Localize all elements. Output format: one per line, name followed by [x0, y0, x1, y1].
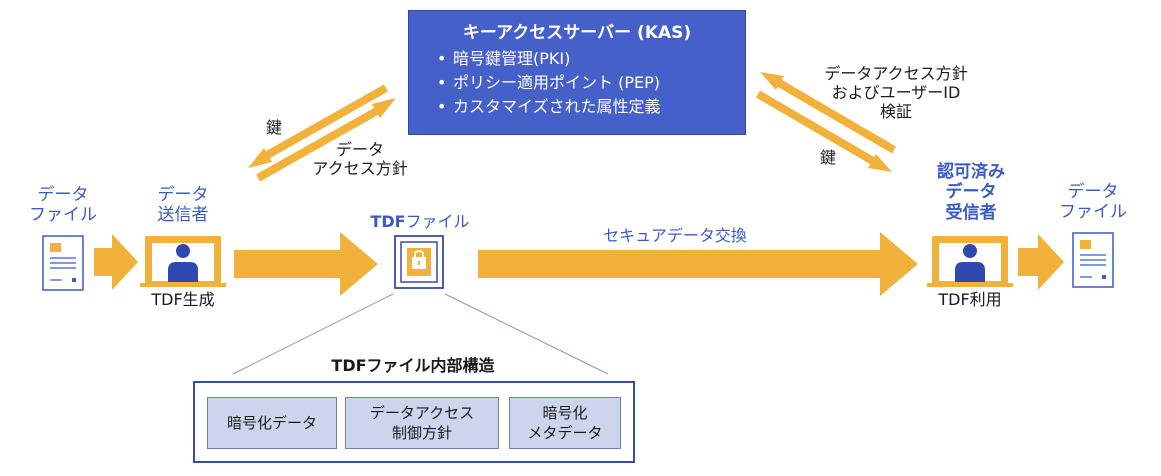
sender-label: データ 送信者 [138, 185, 228, 226]
kas-feature-item: 暗号鍵管理(PKI) [437, 47, 661, 71]
structure-connector-right [444, 293, 609, 375]
structure-cell-access-policy: データアクセス 制御方針 [345, 397, 499, 449]
document-icon [42, 235, 84, 291]
right-policy-arrow [760, 72, 897, 154]
source-file-label-line2: ファイル [29, 205, 97, 226]
structure-cell-encrypted-data: 暗号化データ [207, 397, 337, 449]
dest-file-label: データ ファイル [1046, 182, 1140, 223]
kas-feature-item: ポリシー適用ポイント (PEP) [437, 71, 661, 95]
receiver-label: 認可済み データ 受信者 [916, 162, 1026, 223]
receiver-label-line1: 認可済み [937, 162, 1005, 182]
arrow-file-to-sender [94, 234, 138, 290]
document-icon [1072, 232, 1114, 288]
tdf-file-label: TDFファイル [355, 212, 485, 231]
receiver-label-line2: データ [945, 182, 997, 203]
source-file-label: データ ファイル [16, 185, 110, 226]
arrow-receiver-to-file [1018, 234, 1064, 290]
receiver-user-icon [927, 236, 1013, 287]
sender-caption: TDF生成 [151, 290, 215, 309]
receiver-label-line3: 受信者 [945, 202, 997, 223]
secure-exchange-label: セキュアデータ交換 [603, 226, 747, 245]
right-policy-label: データアクセス方針 およびユーザーID 検証 [806, 64, 986, 122]
right-policy-label-line2: およびユーザーID [831, 83, 961, 103]
structure-cell-line1: 暗号化 [542, 403, 588, 422]
sender-label-line2: 送信者 [157, 205, 209, 226]
receiver-caption: TDF利用 [938, 290, 1002, 309]
sender-user-icon [140, 236, 226, 287]
right-policy-label-line1: データアクセス方針 [824, 64, 968, 83]
tdf-file-label-rest: ファイル [405, 212, 470, 231]
tdf-file-icon [394, 235, 444, 289]
structure-cell-encrypted-metadata: 暗号化 メタデータ [509, 397, 621, 449]
dest-file-label-line1: データ [1067, 182, 1119, 202]
arrow-sender-to-tdf [234, 232, 378, 296]
left-policy-label-line2: アクセス方針 [312, 159, 408, 179]
structure-cell-line2: 制御方針 [391, 424, 452, 442]
structure-title-bold: TDF [331, 356, 367, 375]
kas-feature-item: カスタマイズされた属性定義 [437, 95, 661, 119]
right-policy-label-line3: 検証 [879, 102, 912, 122]
structure-cell-line1: データアクセス [369, 403, 475, 422]
structure-title: TDFファイル内部構造 [293, 356, 533, 375]
dest-file-label-line2: ファイル [1059, 202, 1127, 223]
kas-feature-list: 暗号鍵管理(PKI) ポリシー適用ポイント (PEP) カスタマイズされた属性定… [409, 47, 661, 119]
right-key-arrow [755, 90, 892, 172]
structure-cell-line2: メタデータ [527, 424, 603, 442]
left-policy-arrow [256, 98, 396, 182]
kas-title: キーアクセスサーバー (KAS) [462, 23, 692, 43]
source-file-label-line1: データ [37, 185, 89, 205]
sender-label-line1: データ [157, 185, 209, 205]
kas-box: キーアクセスサーバー (KAS) 暗号鍵管理(PKI) ポリシー適用ポイント (… [408, 10, 746, 135]
left-policy-label: データ アクセス方針 [300, 140, 420, 178]
right-key-label: 鍵 [820, 148, 837, 167]
structure-cell-line1: 暗号化データ [226, 413, 317, 432]
left-policy-label-line1: データ [335, 140, 384, 159]
left-key-arrow [248, 84, 388, 168]
structure-connector-left [232, 293, 394, 375]
left-key-label: 鍵 [266, 118, 283, 137]
arrow-secure-exchange [478, 232, 918, 296]
tdf-structure-box: 暗号化データ データアクセス 制御方針 暗号化 メタデータ [193, 381, 635, 463]
structure-title-rest: ファイル内部構造 [366, 356, 495, 375]
tdf-file-label-bold: TDF [370, 212, 406, 231]
